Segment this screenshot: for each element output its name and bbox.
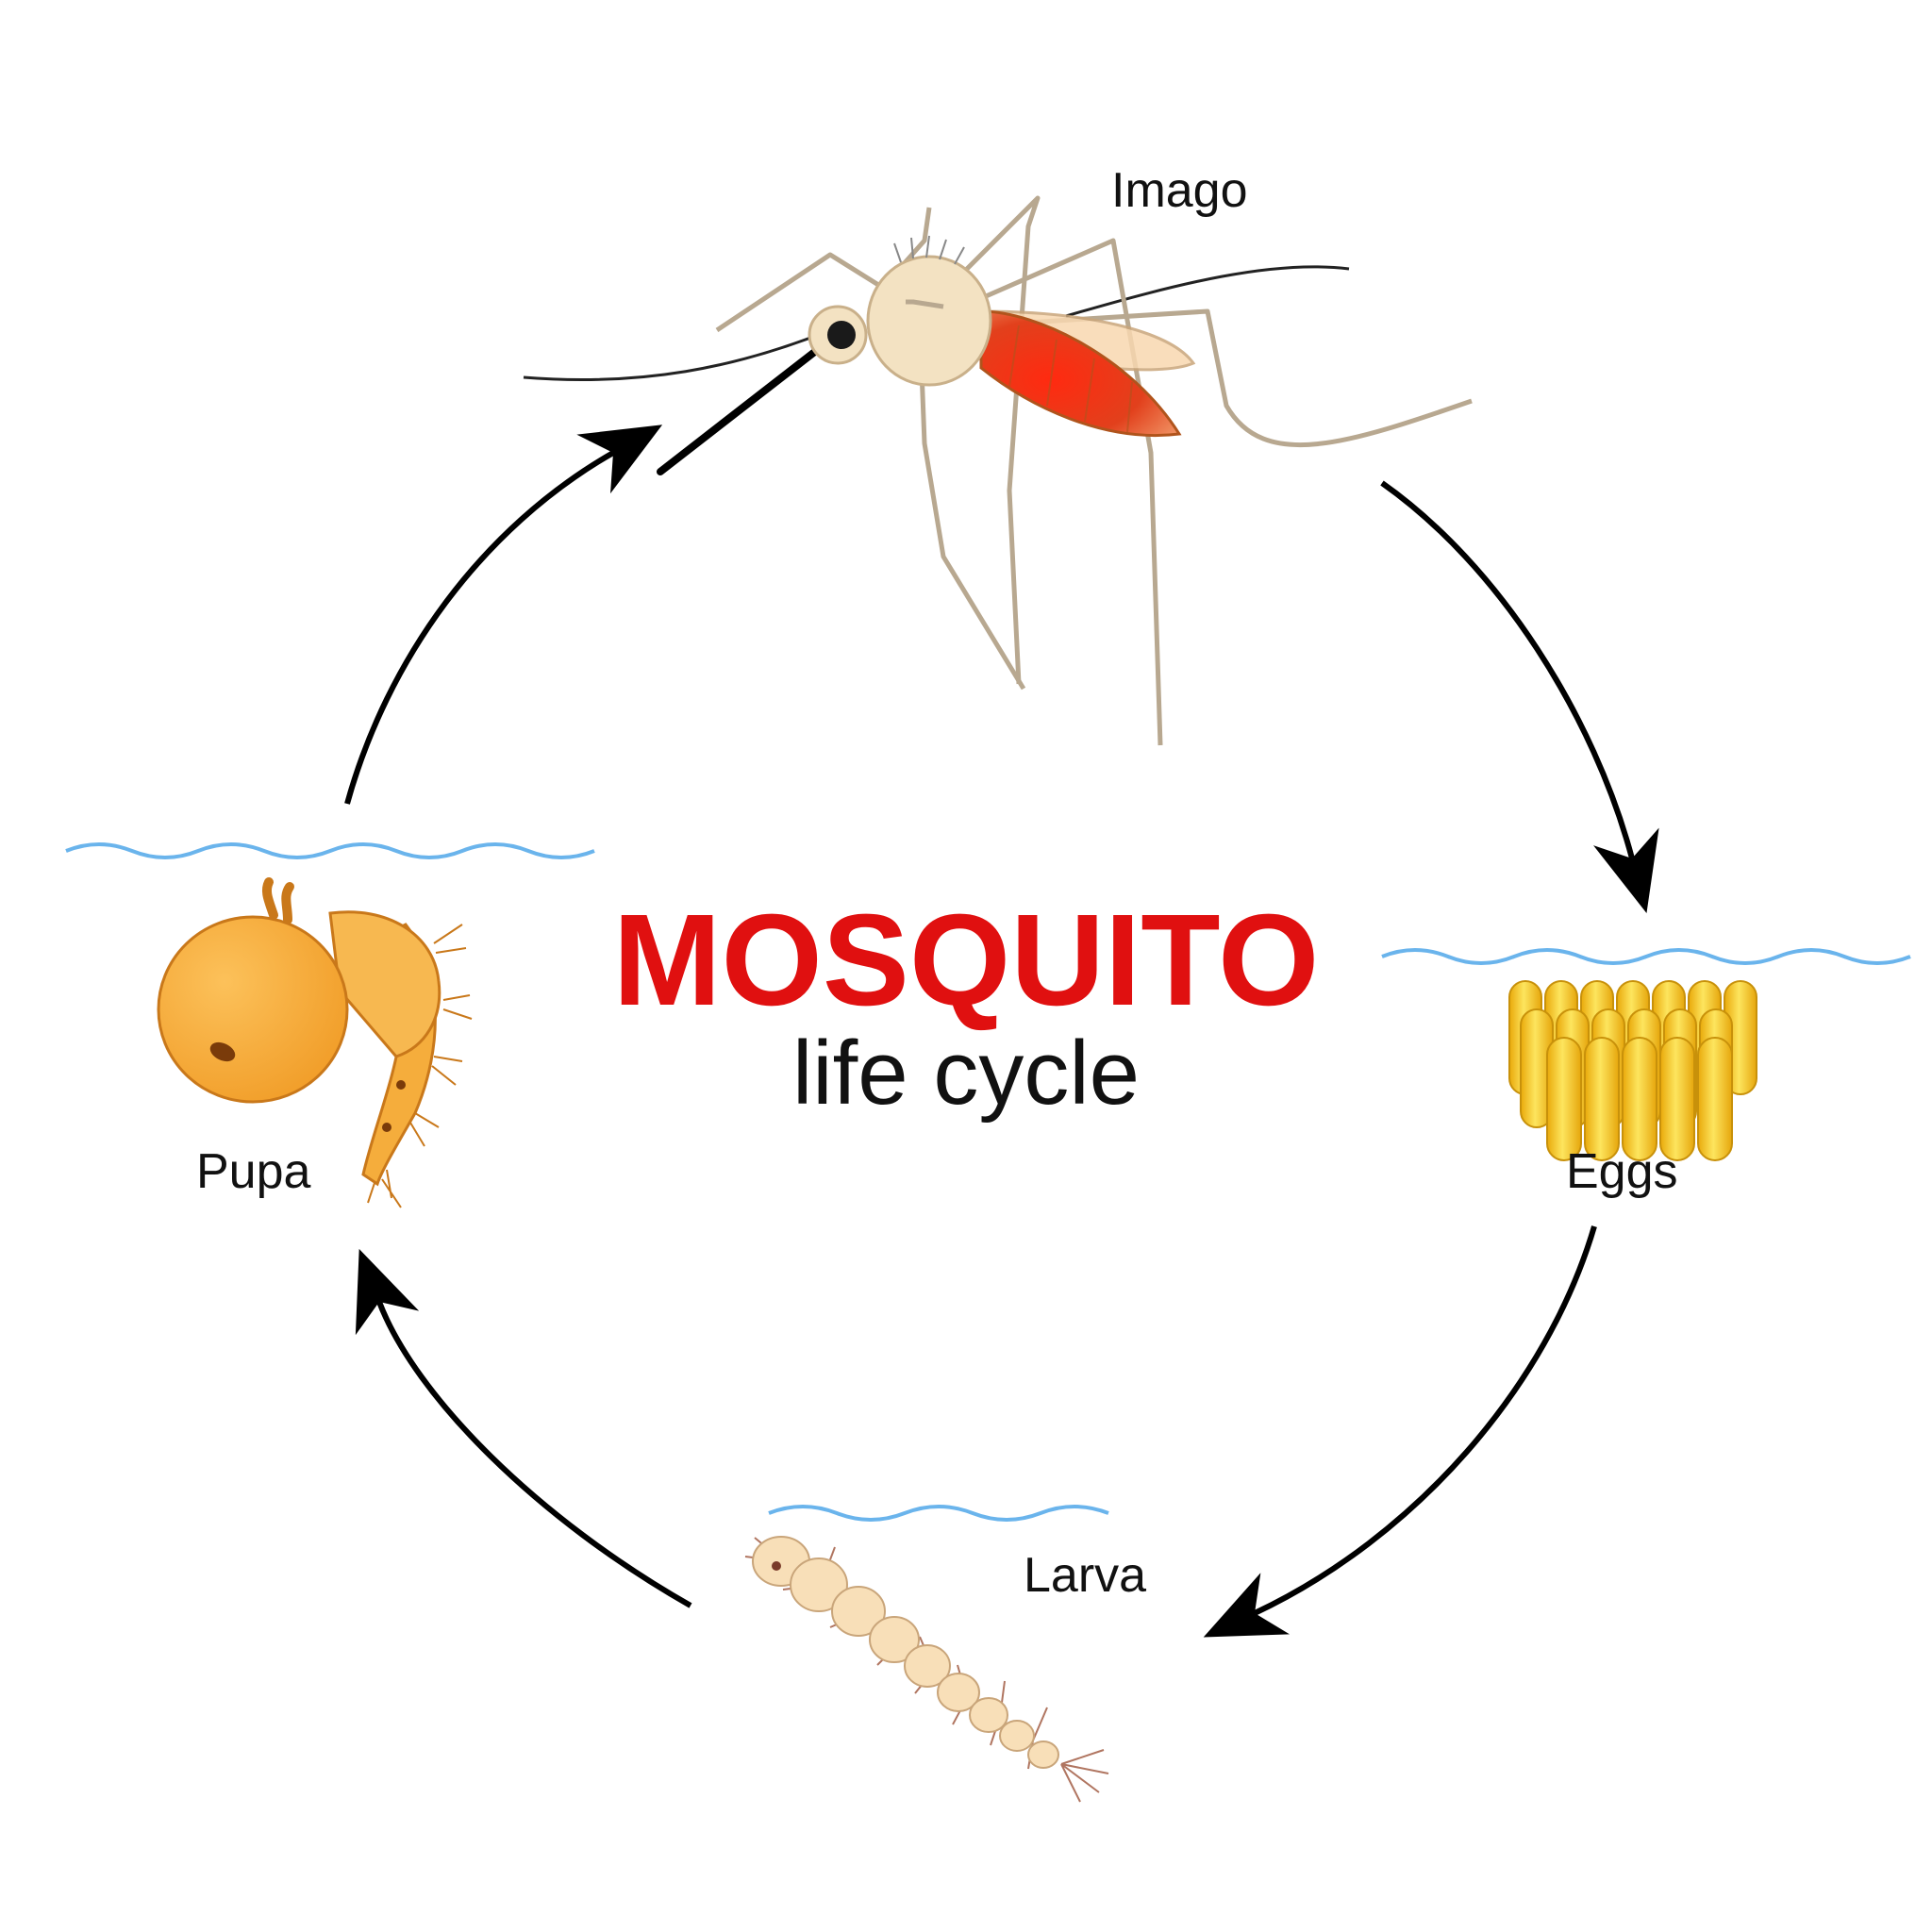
stage-label-imago: Imago <box>1111 163 1248 218</box>
title-main: MOSQUITO <box>613 888 1320 1033</box>
eggs-icon <box>1508 980 1757 1161</box>
water-line-icon <box>1381 948 1911 965</box>
water-line-icon <box>768 1505 1109 1522</box>
larva-icon <box>744 1536 1109 1803</box>
water-lines <box>65 842 1911 1522</box>
stage-label-eggs: Eggs <box>1566 1144 1678 1199</box>
mosquito-icon <box>523 195 1473 746</box>
egg-row-front <box>1546 1037 1733 1161</box>
stage-label-pupa: Pupa <box>196 1144 311 1199</box>
arrow-imago-to-eggs <box>1380 480 1659 913</box>
pupa-icon <box>157 877 473 1208</box>
arrow-larva-to-pupa <box>355 1248 692 1608</box>
cycle-arrows <box>344 425 1659 1638</box>
arrow-eggs-to-larva <box>1203 1225 1597 1638</box>
stage-label-larva: Larva <box>1024 1548 1147 1603</box>
title-sub: life cycle <box>792 1023 1140 1124</box>
arrow-pupa-to-imago <box>344 425 663 805</box>
water-line-icon <box>65 842 595 859</box>
